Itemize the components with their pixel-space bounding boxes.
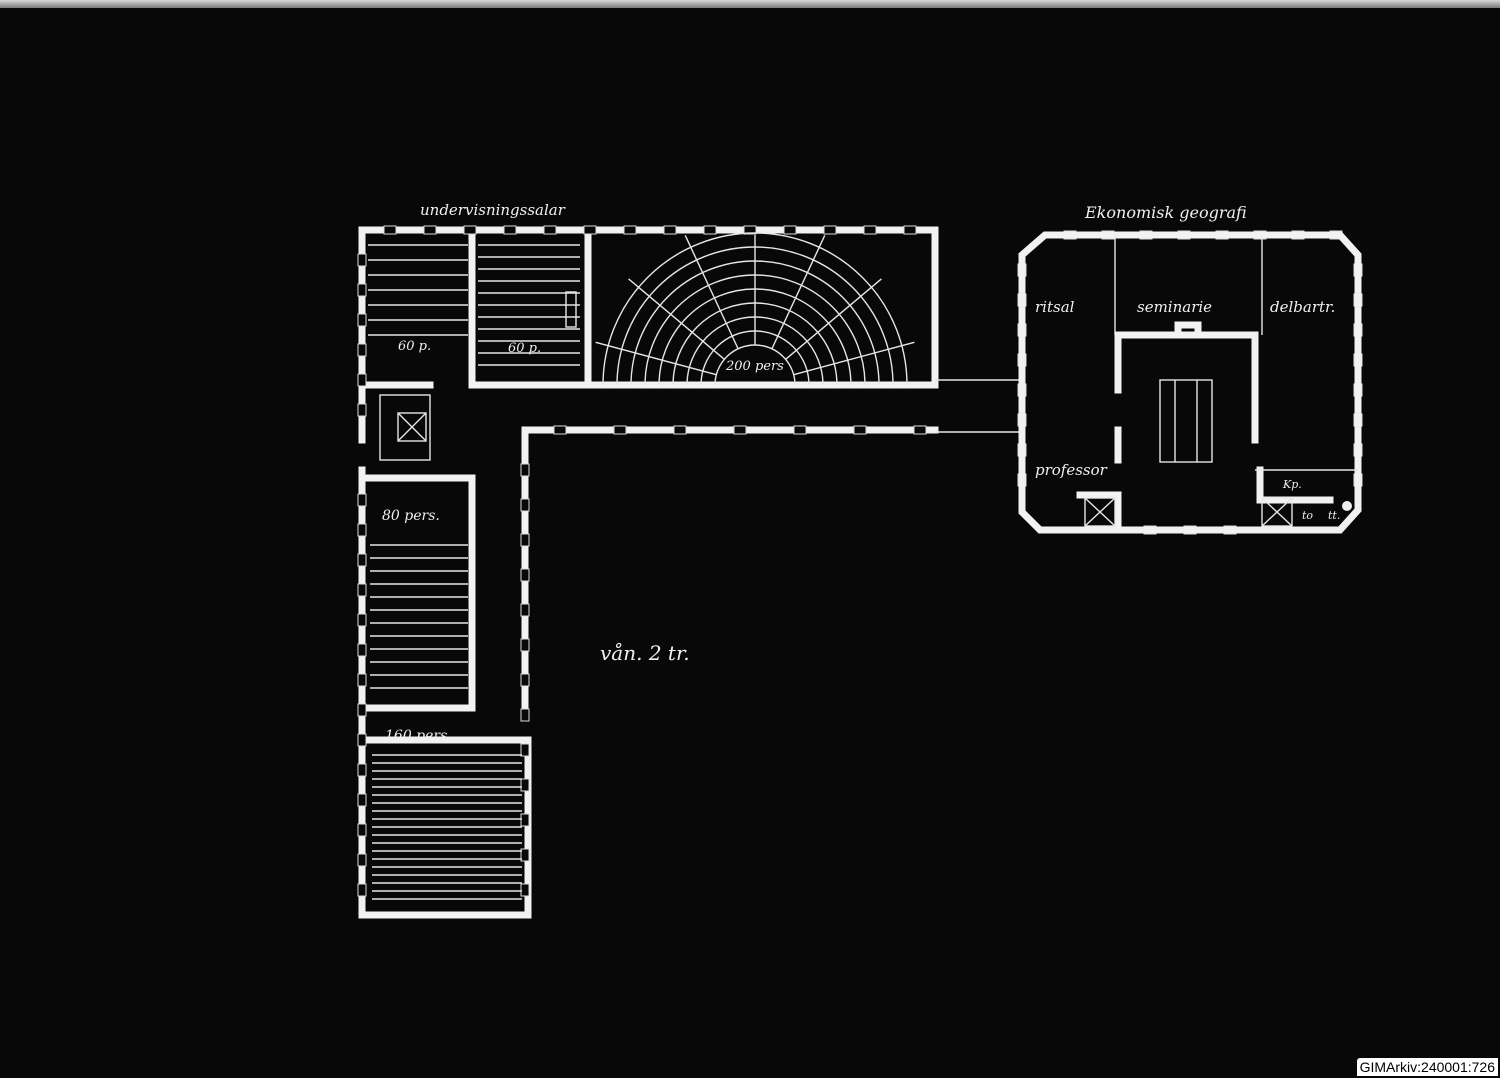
window xyxy=(357,553,367,567)
lectern xyxy=(565,291,577,328)
aisle xyxy=(771,235,826,350)
window xyxy=(663,225,677,235)
archive-watermark: GIMArkiv:240001:726 xyxy=(1356,1058,1498,1076)
seat-arc xyxy=(602,232,908,386)
seating-rows xyxy=(368,244,580,900)
window xyxy=(357,673,367,687)
window xyxy=(357,763,367,777)
window xyxy=(357,403,367,417)
window xyxy=(357,703,367,717)
label-to: to xyxy=(1302,509,1313,522)
window xyxy=(863,225,877,235)
window xyxy=(520,463,530,477)
window xyxy=(357,823,367,837)
window xyxy=(520,638,530,652)
window xyxy=(743,225,757,235)
window xyxy=(520,708,530,722)
window xyxy=(673,425,687,435)
window xyxy=(357,613,367,627)
window xyxy=(520,778,530,792)
aisle xyxy=(684,235,739,350)
aisle xyxy=(793,341,915,376)
aisle xyxy=(595,341,717,376)
window xyxy=(520,848,530,862)
window xyxy=(423,225,437,235)
label-ritsal: ritsal xyxy=(1035,298,1075,316)
label-room-60b: 60 p. xyxy=(508,341,541,356)
window xyxy=(520,533,530,547)
window xyxy=(357,643,367,657)
labels: undervisningssalar 60 p. 60 p. 200 pers … xyxy=(382,201,1340,744)
label-seminarie: seminarie xyxy=(1137,298,1212,316)
label-room-200: 200 pers xyxy=(725,359,784,374)
window xyxy=(613,425,627,435)
window xyxy=(543,225,557,235)
photo-edge xyxy=(0,0,1500,8)
window xyxy=(503,225,517,235)
left-wing-walls xyxy=(358,226,1020,919)
window xyxy=(623,225,637,235)
window xyxy=(357,253,367,267)
window xyxy=(520,603,530,617)
window xyxy=(823,225,837,235)
window xyxy=(583,225,597,235)
window xyxy=(357,853,367,867)
aisle xyxy=(628,278,725,360)
label-kp: Kp. xyxy=(1282,478,1302,491)
window xyxy=(357,283,367,297)
window xyxy=(520,673,530,687)
label-room-60a: 60 p. xyxy=(398,339,431,354)
label-tt: tt. xyxy=(1328,509,1340,522)
window xyxy=(520,743,530,757)
window xyxy=(733,425,747,435)
window xyxy=(520,883,530,897)
window xyxy=(357,313,367,327)
label-room-80: 80 pers. xyxy=(382,508,440,524)
window xyxy=(357,883,367,897)
window xyxy=(703,225,717,235)
elevator-shaft xyxy=(379,394,431,461)
right-block-walls xyxy=(1018,231,1362,534)
window xyxy=(553,425,567,435)
window xyxy=(357,583,367,597)
amphitheater-seating xyxy=(595,232,915,386)
window xyxy=(913,425,927,435)
window xyxy=(520,813,530,827)
window xyxy=(793,425,807,435)
window xyxy=(853,425,867,435)
label-undervisningssalar: undervisningssalar xyxy=(420,201,566,219)
window xyxy=(357,493,367,507)
window xyxy=(357,733,367,747)
label-delbartr: delbartr. xyxy=(1270,298,1335,316)
label-room-160: 160 pers. xyxy=(385,728,452,744)
window xyxy=(783,225,797,235)
window xyxy=(903,225,917,235)
aisle xyxy=(785,278,882,360)
label-professor: professor xyxy=(1035,461,1108,479)
window xyxy=(357,343,367,357)
window xyxy=(357,373,367,387)
window xyxy=(383,225,397,235)
window xyxy=(520,568,530,582)
label-floor: vån. 2 tr. xyxy=(600,641,690,665)
window xyxy=(357,523,367,537)
window xyxy=(520,498,530,512)
window xyxy=(357,793,367,807)
label-ekonomisk-geografi: Ekonomisk geografi xyxy=(1084,203,1247,222)
window xyxy=(463,225,477,235)
